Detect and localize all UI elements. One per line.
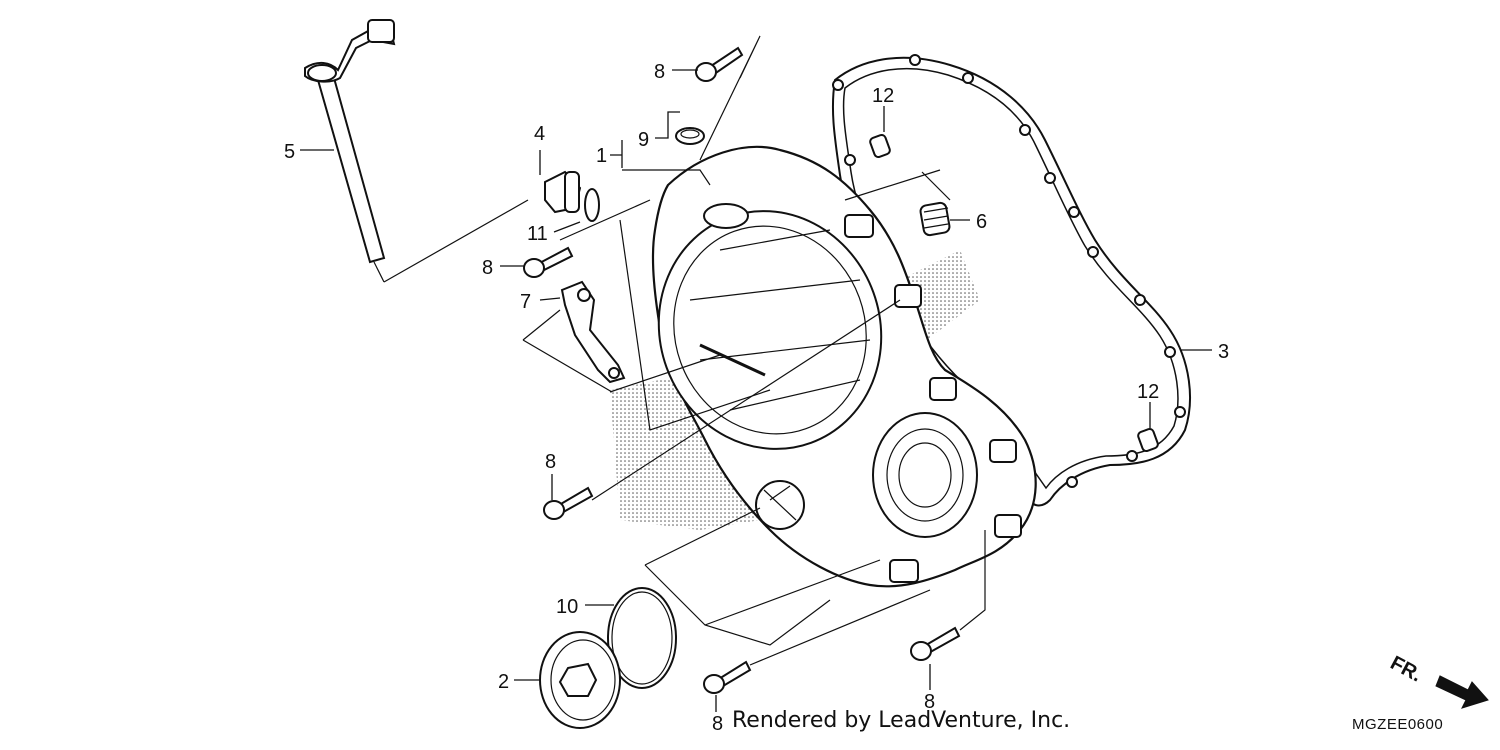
shift-shaft-part-5 — [304, 19, 396, 264]
bolt-part-8-lower-left — [543, 486, 594, 520]
callout-8-bottom-center: 8 — [712, 713, 723, 735]
assembly-lines — [373, 35, 986, 666]
bracket-part-7 — [560, 280, 626, 384]
right-crankcase-cover-part-1 — [651, 145, 1037, 588]
callout-4: 4 — [534, 123, 545, 145]
callout-12-upper: 12 — [872, 85, 894, 107]
dowel-pin-upper — [869, 133, 891, 159]
o-ring-part-10 — [607, 587, 677, 689]
oil-level-sensor-part-4 — [544, 170, 582, 214]
spacer-part-6 — [919, 201, 951, 237]
oil-seal-part-9 — [675, 127, 705, 145]
o-ring-part-11 — [584, 188, 600, 222]
dowel-pin-lower — [1137, 427, 1159, 453]
front-direction-arrow-icon — [1435, 675, 1489, 709]
callout-10: 10 — [556, 596, 578, 618]
callout-2: 2 — [498, 671, 509, 693]
bolt-part-8-bottom-right — [910, 626, 961, 661]
bolt-part-8-mid-left — [523, 246, 574, 278]
callout-5: 5 — [284, 141, 295, 163]
callout-8-top: 8 — [654, 61, 665, 83]
cap-part-2 — [539, 631, 621, 729]
callout-3: 3 — [1218, 341, 1229, 363]
callout-12-lower: 12 — [1137, 381, 1159, 403]
callout-6: 6 — [976, 211, 987, 233]
callout-leaders — [300, 69, 1212, 712]
bolt-part-8-bottom-center — [703, 660, 752, 694]
callout-8-bottom-right: 8 — [924, 691, 935, 713]
bolt-part-8-top — [695, 46, 744, 82]
diagram-code: MGZEE0600 — [1352, 716, 1444, 733]
callout-9: 9 — [638, 129, 649, 151]
render-credit: Rendered by LeadVenture, Inc. — [732, 708, 1071, 733]
callout-1: 1 — [596, 145, 607, 167]
callout-8-lower-left: 8 — [545, 451, 556, 473]
callout-7: 7 — [520, 291, 531, 313]
callout-8-mid-left: 8 — [482, 257, 493, 279]
callout-11: 11 — [527, 223, 548, 245]
